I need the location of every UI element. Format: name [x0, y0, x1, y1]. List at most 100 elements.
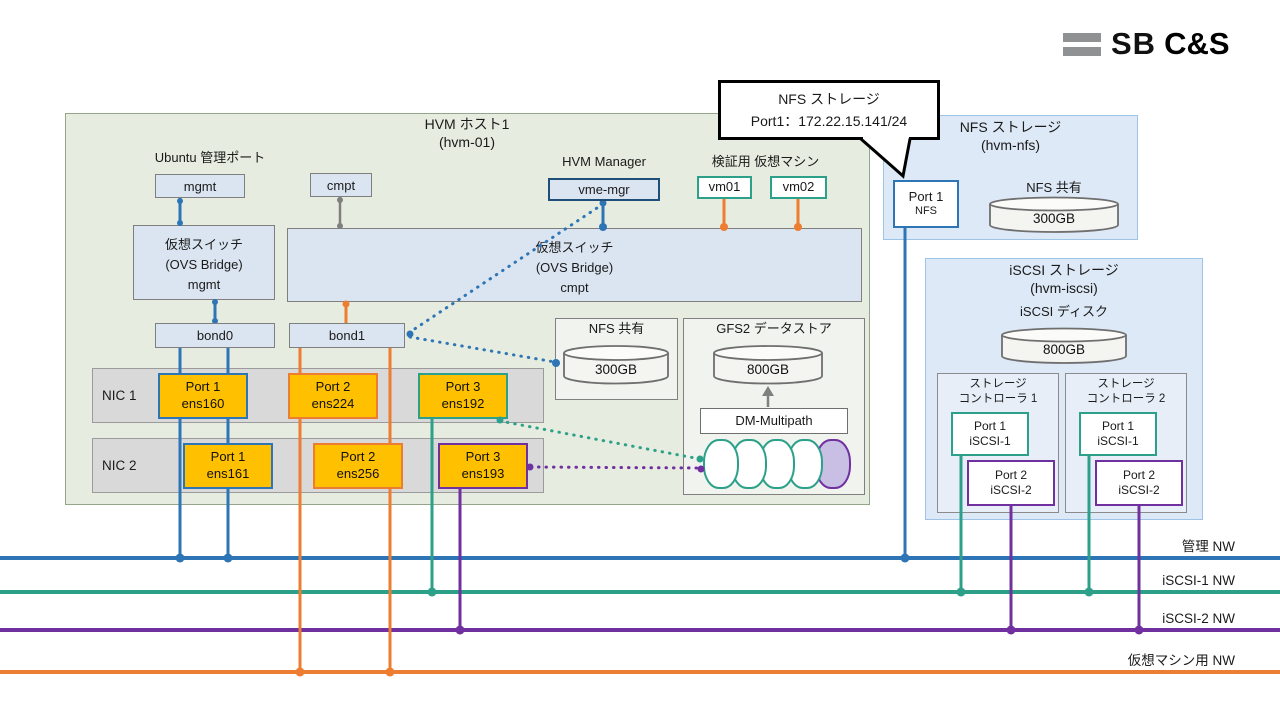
nfs-storage-share-label: NFS 共有: [1026, 180, 1082, 195]
ubuntu-mgmt-port-label: Ubuntu 管理ポート: [154, 150, 266, 165]
vswitch-cmpt-line3: cmpt: [560, 280, 589, 296]
port-ens224-line1: Port 2: [315, 379, 351, 395]
controller1-port2-box: Port 2 iSCSI-2: [967, 460, 1055, 506]
port-ens160: Port 1 ens160: [158, 373, 248, 419]
vswitch-mgmt-line1: 仮想スイッチ: [164, 237, 243, 252]
nic1-label: NIC 1: [102, 388, 137, 403]
vm02-label: vm02: [782, 179, 815, 195]
vm01-label: vm01: [708, 179, 741, 195]
port-ens192: Port 3 ens192: [418, 373, 508, 419]
network-label-mgmt: 管理 NW: [1181, 539, 1235, 554]
network-label-vm: 仮想マシン用 NW: [1127, 653, 1235, 668]
nfs-storage-title: NFS ストレージ: [959, 119, 1062, 135]
host-nfs-share-title: NFS 共有: [588, 321, 645, 336]
vswitch-cmpt-text: 仮想スイッチ (OVS Bridge) cmpt: [287, 238, 862, 298]
vswitch-mgmt-text: 仮想スイッチ (OVS Bridge) mgmt: [133, 235, 275, 295]
vm01-box: vm01: [697, 176, 752, 199]
vswitch-cmpt-line1: 仮想スイッチ: [535, 240, 614, 255]
port-ens161-line2: ens161: [206, 466, 250, 481]
sbcs-logo: SB C&S: [1063, 26, 1230, 62]
bond0-label: bond0: [196, 328, 234, 343]
port-ens224: Port 2 ens224: [288, 373, 378, 419]
host-nfs-share-size: 300GB: [595, 362, 637, 377]
nfs-port1-line1: Port 1: [908, 189, 944, 204]
nfs-port1-line2: NFS: [915, 205, 937, 218]
controller1-port2-line2: iSCSI-2: [990, 483, 1032, 497]
disk-stack-icon: [703, 439, 851, 489]
vswitch-mgmt-box: [133, 225, 275, 300]
controller1-port1-line1: Port 1: [973, 419, 1006, 433]
port-ens256-line1: Port 2: [340, 449, 376, 465]
controller2-label-line2: コントローラ 2: [1086, 392, 1166, 405]
vme-mgr-box: vme-mgr: [548, 178, 660, 201]
iscsi-storage-title: iSCSI ストレージ: [1009, 262, 1119, 278]
iscsi-disk-cylinder: 800GB: [1001, 327, 1127, 364]
port-ens160-line1: Port 1: [185, 379, 221, 395]
port-ens161-line1: Port 1: [210, 449, 246, 465]
controller1-label-line2: コントローラ 1: [958, 392, 1038, 405]
vm02-box: vm02: [770, 176, 827, 199]
port-ens224-line2: ens224: [311, 396, 355, 411]
controller1-port2-line1: Port 2: [994, 468, 1027, 482]
port-ens160-line2: ens160: [181, 396, 225, 411]
cmpt-port-label: cmpt: [326, 177, 356, 193]
bond0-box: bond0: [155, 323, 275, 348]
nfs-callout: NFS ストレージ Port1：172.22.15.141/24: [718, 80, 940, 140]
port-ens256: Port 2 ens256: [313, 443, 403, 489]
logo-text-cs: C&S: [1164, 26, 1230, 61]
port-ens193: Port 3 ens193: [438, 443, 528, 489]
port-ens256-line2: ens256: [336, 466, 380, 481]
gfs2-title: GFS2 データストア: [716, 321, 832, 336]
dm-multipath-label: DM-Multipath: [735, 412, 813, 428]
vswitch-mgmt-line3: mgmt: [187, 277, 221, 293]
logo-text-sb: SB: [1111, 26, 1157, 61]
port-ens192-line2: ens192: [441, 396, 485, 411]
controller2-port1-line2: iSCSI-1: [1097, 434, 1139, 448]
hvm-manager-label: HVM Manager: [562, 154, 646, 169]
controller2-label-line1: ストレージ: [1097, 378, 1155, 390]
nic2-label: NIC 2: [102, 458, 137, 473]
iscsi-disk-label: iSCSI ディスク: [1020, 304, 1108, 319]
nfs-storage-size: 300GB: [1033, 211, 1075, 226]
host-title: HVM ホスト1: [424, 116, 510, 132]
nfs-storage-subtitle: (hvm-nfs): [980, 137, 1041, 153]
nfs-port1-box: Port 1 NFS: [893, 180, 959, 228]
iscsi2-junction-dots: [455, 625, 1144, 635]
cmpt-port-box: cmpt: [310, 173, 372, 197]
controller1-label: ストレージ コントローラ 1: [937, 377, 1059, 407]
iscsi-disk-size: 800GB: [1043, 342, 1085, 357]
controller2-label: ストレージ コントローラ 2: [1065, 377, 1187, 407]
port-ens193-line1: Port 3: [465, 449, 501, 465]
host-nfs-share-cylinder: 300GB: [563, 345, 669, 385]
nfs-callout-line2: Port1：172.22.15.141/24: [750, 112, 908, 129]
controller2-port2-line2: iSCSI-2: [1118, 483, 1160, 497]
dm-multipath-box: DM-Multipath: [700, 408, 848, 434]
gfs2-cylinder: 800GB: [713, 345, 823, 385]
host-subtitle: (hvm-01): [438, 134, 495, 150]
mgmt-port-label: mgmt: [183, 178, 217, 194]
bond1-label: bond1: [328, 328, 366, 343]
vm-group-label: 検証用 仮想マシン: [711, 154, 820, 169]
mgmt-port-box: mgmt: [155, 174, 245, 198]
controller2-port2-line1: Port 2: [1122, 468, 1155, 482]
vswitch-mgmt-line2: (OVS Bridge): [165, 257, 243, 273]
controller2-port1-box: Port 1 iSCSI-1: [1079, 412, 1157, 456]
port-ens161: Port 1 ens161: [183, 443, 273, 489]
port-ens192-line1: Port 3: [445, 379, 481, 395]
controller1-port1-box: Port 1 iSCSI-1: [951, 412, 1029, 456]
nfs-callout-line1: NFS ストレージ: [778, 91, 880, 107]
vswitch-cmpt-line2: (OVS Bridge): [535, 260, 614, 276]
iscsi-storage-subtitle: (hvm-iscsi): [1030, 280, 1098, 296]
controller1-port1-line2: iSCSI-1: [969, 434, 1011, 448]
controller2-port2-box: Port 2 iSCSI-2: [1095, 460, 1183, 506]
bond1-box: bond1: [289, 323, 405, 348]
port-ens193-line2: ens193: [461, 466, 505, 481]
nfs-storage-cylinder: 300GB: [989, 196, 1119, 233]
controller1-label-line1: ストレージ: [969, 378, 1027, 390]
iscsi1-junction-dots: [427, 587, 1094, 597]
network-label-iscsi1: iSCSI-1 NW: [1162, 573, 1235, 588]
sbcs-logo-bars-icon: [1063, 32, 1101, 56]
network-label-iscsi2: iSCSI-2 NW: [1162, 611, 1235, 626]
gfs2-size: 800GB: [747, 362, 789, 377]
